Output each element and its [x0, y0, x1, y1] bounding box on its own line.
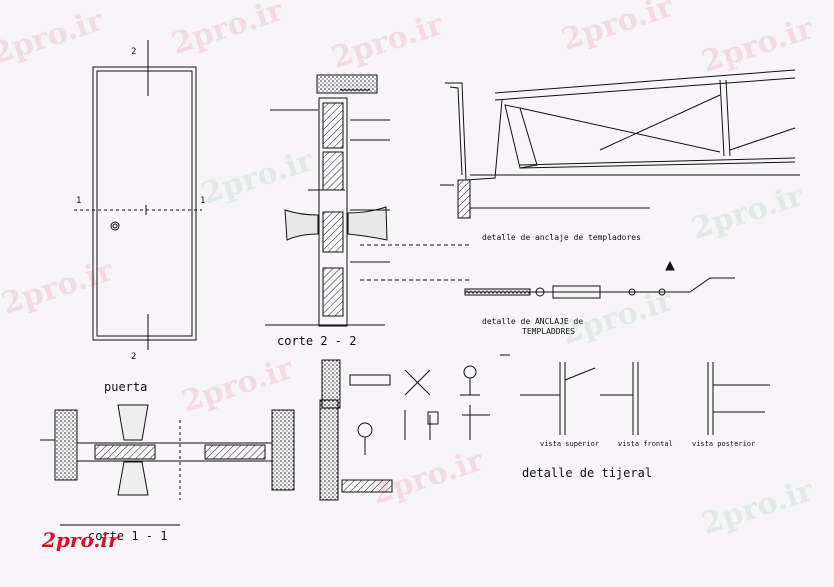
column-block — [457, 179, 471, 219]
door-plan — [76, 442, 273, 462]
anchor-title-2-line2: TEMPLADDRES — [522, 327, 575, 336]
note-vista-posterior: vista posterior — [692, 440, 756, 448]
anchor-detail-1 — [440, 69, 800, 219]
section-1-1 — [40, 404, 295, 526]
anchor-detail-2 — [464, 260, 735, 299]
panel-fill-lower — [322, 211, 344, 253]
truss-details — [500, 354, 770, 435]
door-frame-inner — [96, 70, 193, 337]
turnbuckle — [552, 285, 601, 299]
top-chord — [494, 69, 796, 94]
section-1-1-title: corte 1 - 1 — [88, 529, 168, 543]
door-knob — [110, 221, 120, 231]
door-leaf — [318, 97, 348, 327]
section-2-2 — [265, 74, 470, 327]
handle-right — [347, 206, 388, 241]
gutter-profile — [445, 82, 503, 181]
anchor-title-1: detalle de anclaje de templadores — [482, 233, 641, 242]
section-2-2-title: corte 2 - 2 — [277, 334, 357, 348]
lintel-block — [316, 74, 378, 94]
note-vista-frontal: vista frontal — [618, 440, 673, 448]
section-mark-1-right: 1 — [200, 196, 206, 206]
handle-top — [117, 404, 149, 441]
diagonal-2 — [599, 94, 721, 151]
panel-fill-bottom — [322, 267, 344, 317]
site-logo: 2pro.ir — [42, 528, 119, 552]
diagonal-1 — [519, 107, 721, 153]
section-mark-2-bottom: 2 — [131, 352, 137, 362]
panel-fill-top — [322, 102, 344, 149]
post — [719, 79, 725, 157]
door-elevation — [74, 40, 202, 350]
panel-fill-mid — [322, 151, 344, 191]
handle-bottom — [117, 461, 149, 496]
arrow-up-icon — [665, 260, 675, 271]
section-mark-1-left: 1 — [76, 196, 82, 206]
door-knob-inner — [112, 223, 118, 229]
anchor-title-2-line1: detalle de ANCLAJE de — [482, 317, 584, 326]
section-mark-2-top: 2 — [131, 47, 137, 57]
handle-left — [284, 209, 319, 241]
door-title: puerta — [104, 380, 148, 394]
wall-right — [271, 409, 295, 491]
bottom-chord — [519, 157, 796, 166]
truss-title: detalle de tijeral — [522, 466, 653, 480]
door-frame-outer — [92, 66, 197, 341]
connection-details — [319, 359, 490, 501]
note-vista-superior: vista superior — [540, 440, 600, 448]
wall-left — [54, 409, 78, 481]
